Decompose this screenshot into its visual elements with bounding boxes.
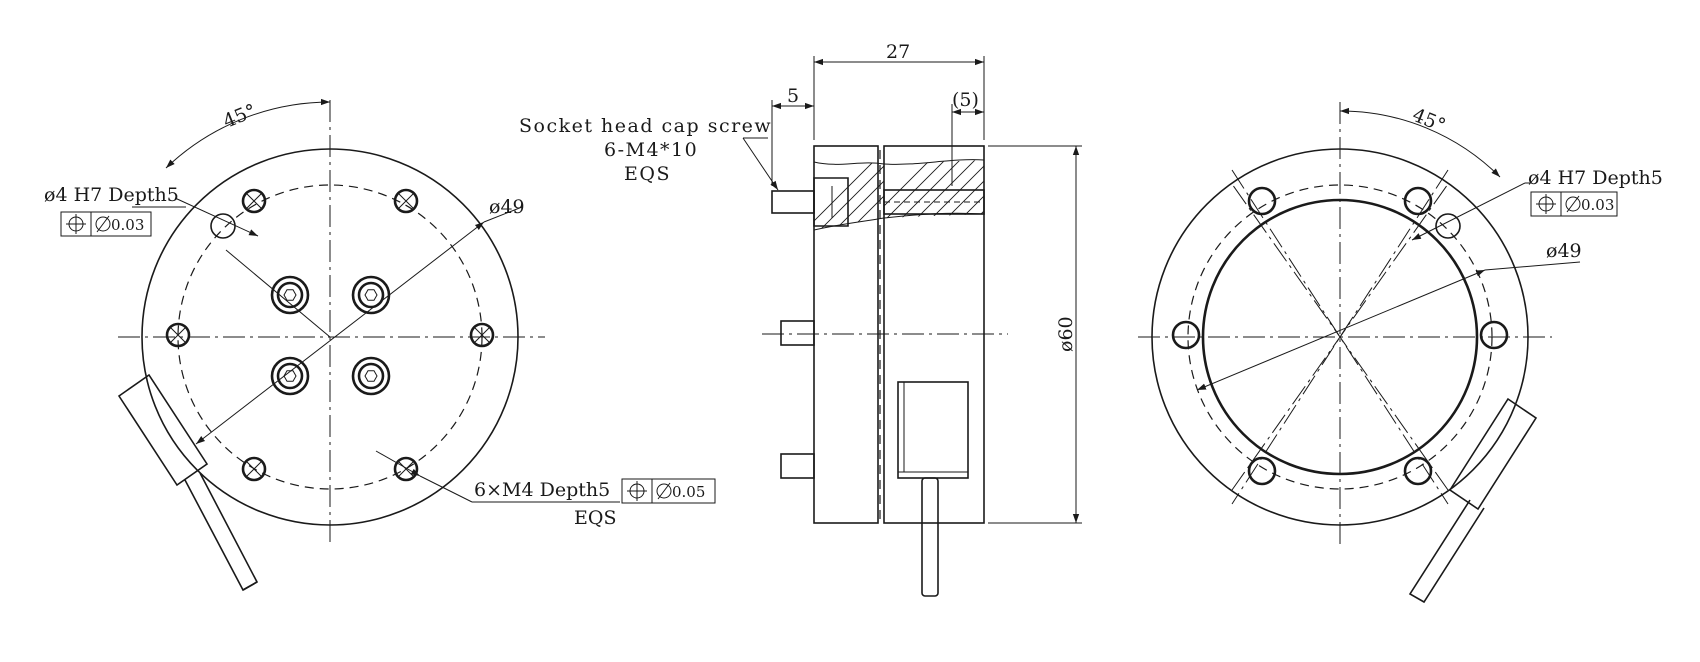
screw-note-line3: EQS <box>624 163 671 185</box>
length-dim-27: 27 <box>886 41 910 63</box>
hole-depth-dim: (5) <box>952 89 979 111</box>
tapped-tolerance-frame: 0.05 <box>621 478 716 504</box>
tapped-holes-left <box>165 188 495 482</box>
cable-right <box>1408 397 1538 604</box>
screw-offset-dim: 5 <box>787 85 799 107</box>
bolt-circle-label-left: ø49 <box>489 196 525 218</box>
tapped-holes-label: 6×M4 Depth5 <box>474 479 610 501</box>
angle-label-left: 45° <box>220 100 259 133</box>
dowel-pin-lower <box>780 453 815 479</box>
cable-connector <box>897 381 969 479</box>
left-view: ø49 45° ø4 H7 Depth5 0.03 <box>44 98 716 592</box>
pin-hole-left <box>210 213 236 239</box>
dowel-pin-upper <box>780 320 815 346</box>
tapped-eqs-label: EQS <box>574 507 616 529</box>
socket-screws-left <box>270 275 391 396</box>
bolt-circle-label-right: ø49 <box>1546 240 1582 262</box>
side-view: 27 5 (5) ø60 Socket head cap screw 6-M4*… <box>519 41 1082 597</box>
outer-diameter-dim: ø60 <box>1055 316 1077 352</box>
cable-left <box>117 373 259 592</box>
main-body <box>883 145 985 524</box>
cable-side <box>921 477 939 597</box>
screw-note-line1: Socket head cap screw <box>519 115 772 137</box>
through-holes-right <box>1171 186 1509 486</box>
socket-screw-section <box>771 177 985 227</box>
pin-tolerance-frame-right: 0.03 <box>1530 191 1618 217</box>
section-hatch <box>813 159 985 231</box>
pin-tolerance-value-left: 0.03 <box>111 216 144 234</box>
angle-label-right: 45° <box>1409 104 1448 137</box>
pin-hole-right <box>1435 213 1461 239</box>
pin-hole-label-right: ø4 H7 Depth5 <box>1528 167 1663 189</box>
right-view: 45° ø49 ø4 H7 Depth5 0.03 <box>1138 102 1663 604</box>
pin-tolerance-value-right: 0.03 <box>1581 196 1614 214</box>
screw-note-line2: 6-M4*10 <box>604 139 698 161</box>
pin-tolerance-frame-left: 0.03 <box>60 211 152 237</box>
pin-hole-label-left: ø4 H7 Depth5 <box>44 184 179 206</box>
tapped-tolerance-value: 0.05 <box>672 483 705 501</box>
